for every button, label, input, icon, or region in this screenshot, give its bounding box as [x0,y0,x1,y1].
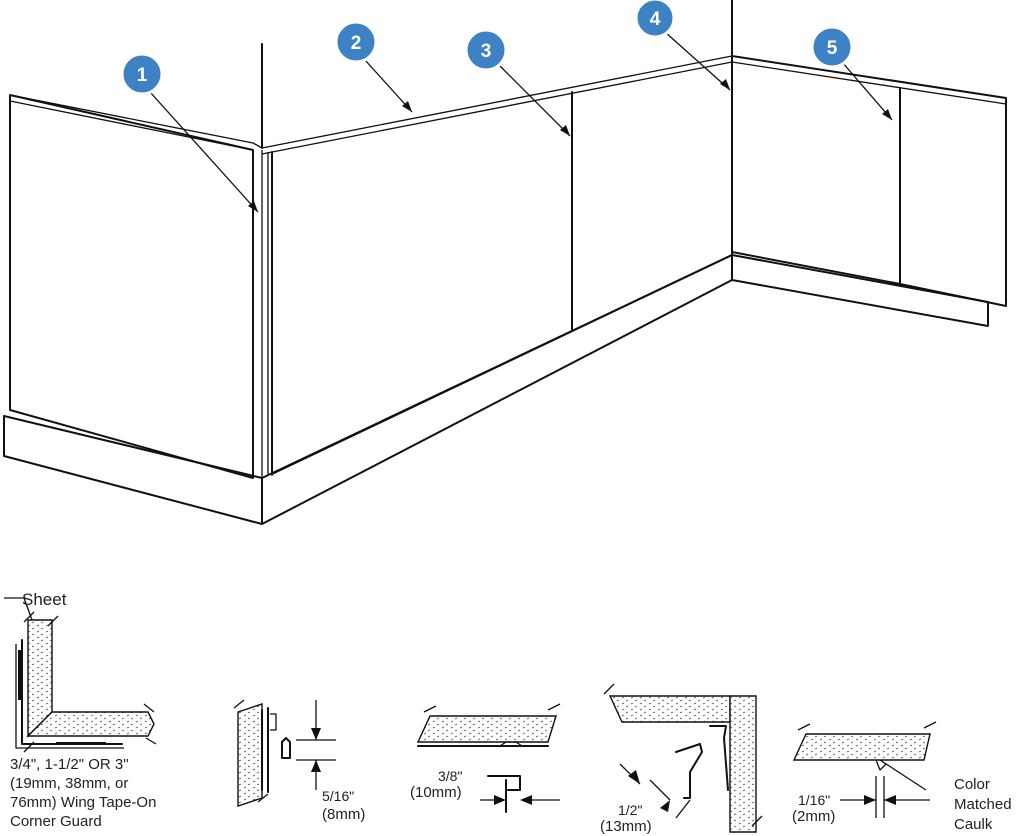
corner-guard-trim [252,150,273,478]
corner-guard-label-1: 3/4", 1-1/2" OR 3" [10,756,129,773]
leader-2 [364,59,413,113]
svg-text:2: 2 [351,33,362,54]
corner-guard-leader [23,741,35,753]
detail5-dim-inch: 1/16" [798,792,831,808]
detail3-dim-inch: 3/8" [438,768,463,784]
detail-corner-guard [4,597,157,753]
left-cap-trim [9,94,263,151]
svg-text:1: 1 [137,65,148,86]
right-cap-trim [731,61,1007,105]
detail2-dim-inch: 5/16" [322,788,355,804]
sheet-leader [4,597,33,621]
middle-base [261,254,733,525]
detail-end-cap [233,699,336,807]
wall-isometric [3,0,1007,525]
left-wall-panel [9,94,254,479]
callout-bubble-3: 3 [464,28,508,72]
caulk-label-1: Color [954,776,990,793]
caulk-label-2: Matched [954,796,1012,813]
leader-5 [841,61,893,121]
leader-1 [149,91,259,213]
callout-leaders [149,31,893,213]
callout-bubble-2: 2 [334,20,378,64]
detail2-dim-mm: (8mm) [322,806,366,823]
detail-caulk-joint [792,721,937,818]
caulk-bead [875,759,887,771]
svg-text:3: 3 [481,41,492,62]
right-base [731,254,989,327]
detail-h-divider [416,703,561,813]
svg-text:4: 4 [650,9,661,30]
callout-bubble-1: 1 [120,52,164,96]
leader-3 [499,65,571,137]
corner-guard-label-3: 76mm) Wing Tape-On [10,794,157,811]
corner-guard-label-4: Corner Guard [10,813,102,830]
middle-wall [271,61,733,475]
detail4-dim-mm: (13mm) [600,818,652,835]
detail5-dim-mm: (2mm) [792,808,836,825]
right-wall [731,55,1007,307]
svg-text:5: 5 [827,38,838,59]
detail-inside-corner [603,683,763,833]
sheet-label: Sheet [22,590,67,609]
callout-bubble-4: 4 [634,0,676,39]
corner-guard-label-2: (19mm, 38mm, or [10,775,129,792]
caulk-leader [879,759,927,791]
caulk-label-3: Caulk [954,816,993,833]
callout-bubble-5: 5 [810,25,854,69]
middle-cap-trim [261,55,733,155]
leader-arrowheads [248,79,892,212]
leader-4 [664,31,731,91]
detail3-dim-mm: (10mm) [410,784,462,801]
detail4-dim-inch: 1/2" [618,802,643,818]
